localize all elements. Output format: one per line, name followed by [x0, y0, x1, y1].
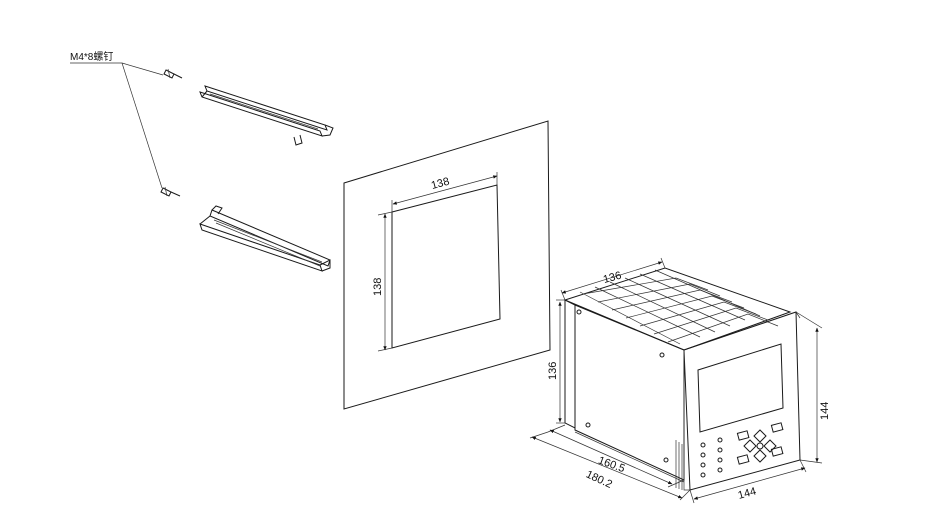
mounting-bracket-top: [199, 85, 334, 146]
status-leds: [700, 437, 723, 478]
screw-top: [163, 68, 183, 79]
front-height-label: 144: [819, 402, 831, 420]
keypad: [736, 422, 784, 465]
device-depth-label: 136: [602, 270, 623, 286]
screw-label: M4*8螺钉: [70, 51, 113, 63]
device-depth-total-label: 180.2: [584, 468, 614, 491]
device-body-height-label: 136: [547, 362, 559, 380]
screw-callout: M4*8螺钉: [70, 51, 164, 189]
front-width-label: 144: [737, 486, 758, 502]
mounting-bracket-bottom: [199, 205, 331, 272]
device-screen: [697, 343, 784, 433]
panel-cutout: [391, 184, 501, 349]
mounting-panel: 138 138: [343, 120, 551, 410]
cutout-width-label: 138: [430, 176, 451, 192]
cutout-height-label: 138: [372, 278, 384, 296]
screw-bottom: [160, 186, 181, 197]
